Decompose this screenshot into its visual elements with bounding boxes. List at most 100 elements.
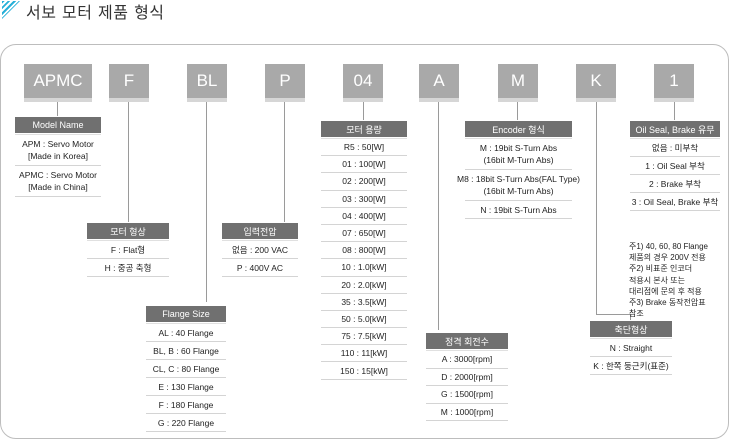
table-row: AL : 40 Flange [146,324,226,342]
code-box-capacity: 04 [343,64,383,98]
table-row: 35 : 3.5[kW] [321,294,407,311]
table-row: 20 : 2.0[kW] [321,277,407,294]
table-row: 150 : 15[kW] [321,362,407,380]
table-row: P : 400V AC [222,259,298,277]
code-box-shadow [576,98,616,102]
table-row: 2 : Brake 부착 [630,175,720,193]
shaft-shape-header: 축단형상 [590,321,672,337]
table-row: A : 3000[rpm] [426,351,508,369]
table-row: R5 : 50[W] [321,139,407,157]
connector-line [674,102,675,120]
table-row: H : 중공 축형 [87,259,169,277]
connector-line [128,102,129,222]
note-line: 참조 [629,309,644,319]
code-box-series: APMC [24,64,92,98]
code-box-flange: BL [187,64,227,98]
table-row: 75 : 7.5[kW] [321,328,407,346]
code-box-shadow [187,98,227,102]
connector-line [363,102,364,120]
table-row: F : Flat형 [87,241,169,259]
connector-line [57,102,58,116]
table-row: 50 : 5.0[kW] [321,311,407,329]
table-row: M : 1000[rpm] [426,404,508,421]
row-text: (16bit M-Turn Abs) [483,155,554,165]
table-row: 1 : Oil Seal 부착 [630,157,720,175]
table-row: K : 한쪽 둥근키(표준) [590,357,672,375]
table-row: 04 : 400[W] [321,208,407,225]
model-name-header: Model Name [15,117,101,133]
encoder-table: M : 19bit S-Turn Abs (16bit M-Turn Abs) … [457,138,580,219]
row-text: APMC : Servo Motor [19,170,97,180]
rated-speed-header: 정격 회전수 [426,333,508,349]
note-line: 주2) 비표준 인코더 [629,264,693,274]
table-row: 01 : 100[W] [321,156,407,174]
code-box-shaft: K [576,64,616,98]
motor-shape-table: F : Flat형 H : 중공 축형 [87,240,169,277]
row-text: M : 19bit S-Turn Abs [479,143,558,153]
oil-seal-table: 없음 : 미부착 1 : Oil Seal 부착 2 : Brake 부착 3 … [630,138,720,211]
note-line: 주1) 40, 60, 80 Flange [629,242,708,251]
connector-line [630,314,631,320]
page-title: 서보 모터 제품 형식 [26,3,165,22]
code-box-shadow [24,98,92,102]
encoder-header: Encoder 형식 [465,121,572,137]
table-row: 02 : 200[W] [321,173,407,191]
connector-line [206,102,207,302]
table-row: 없음 : 200 VAC [222,241,298,259]
motor-shape-header: 모터 형상 [87,223,169,239]
code-box-shadow [419,98,459,102]
code-box-shadow [109,98,149,102]
table-row: APMC : Servo Motor [Made in China] [15,166,101,197]
table-row: 3 : Oil Seal, Brake 부착 [630,193,720,211]
code-box-option: 1 [654,64,694,98]
oil-seal-header: Oil Seal, Brake 유무 [630,121,720,137]
row-text: M8 : 18bit S-Turn Abs(FAL Type) [457,174,580,184]
row-text: [Made in China] [28,182,88,192]
input-voltage-header: 입력전압 [222,223,298,239]
row-text: [Made in Korea] [27,151,88,161]
table-row: 10 : 1.0[kW] [321,259,407,277]
motor-capacity-header: 모터 용량 [321,121,407,137]
shaft-shape-table: N : Straight K : 한쪽 둥근키(표준) [590,338,672,375]
table-row: M8 : 18bit S-Turn Abs(FAL Type) (16bit M… [457,170,580,201]
note-line: 대리점에 문의 후 적용 [629,286,702,296]
connector-line [596,314,630,315]
note-line: 주3) Brake 동작전압표 [629,298,706,308]
input-voltage-table: 없음 : 200 VAC P : 400V AC [222,240,298,277]
flange-size-table: AL : 40 Flange BL, B : 60 Flange CL, C :… [146,323,226,432]
note-line: 제품의 경우 200V 전용 [629,253,706,263]
table-row: G : 1500[rpm] [426,386,508,404]
connector-line [596,102,597,314]
connector-line [438,102,439,330]
table-row: G : 220 Flange [146,414,226,432]
table-row: M : 19bit S-Turn Abs (16bit M-Turn Abs) [465,139,572,170]
code-box-speed: A [419,64,459,98]
table-row: 110 : 11[kW] [321,345,407,363]
table-row: 07 : 650[W] [321,225,407,243]
row-text: N : 19bit S-Turn Abs [480,204,557,215]
flange-size-header: Flange Size [146,306,226,322]
rated-speed-table: A : 3000[rpm] D : 2000[rpm] G : 1500[rpm… [426,350,508,421]
note-line: 적용시 본사 또는 [629,275,685,285]
row-text: APM : Servo Motor [22,139,94,149]
code-box-shadow [265,98,305,102]
code-box-shadow [498,98,538,102]
connector-line [517,102,518,120]
code-box-shadow [343,98,383,102]
table-row: F : 180 Flange [146,396,226,414]
table-row: 없음 : 미부착 [630,139,720,157]
notes-block: 주1) 40, 60, 80 Flange 제품의 경우 200V 전용 주2)… [629,241,717,319]
table-row: D : 2000[rpm] [426,369,508,386]
table-row: BL, B : 60 Flange [146,342,226,360]
table-row: N : Straight [590,339,672,357]
table-row: 08 : 800[W] [321,242,407,260]
table-row: 03 : 300[W] [321,191,407,208]
code-box-shadow [654,98,694,102]
title-hatch-icon [2,1,20,19]
table-row: E : 130 Flange [146,378,226,396]
model-name-table: APM : Servo Motor [Made in Korea] APMC :… [15,134,101,197]
row-text: (16bit M-Turn Abs) [483,186,554,196]
code-box-voltage: P [265,64,305,98]
table-row: CL, C : 80 Flange [146,360,226,378]
table-row: N : 19bit S-Turn Abs [465,201,572,219]
